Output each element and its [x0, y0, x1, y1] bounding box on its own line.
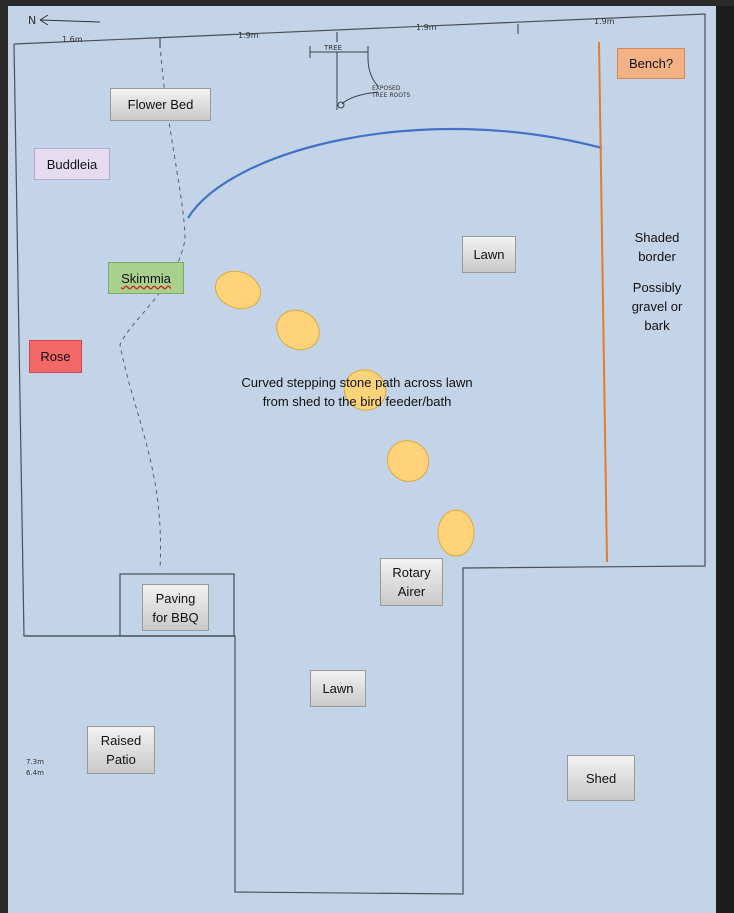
dimension-label-3: 1.9m	[416, 23, 437, 32]
shed-label: Shed	[567, 755, 635, 801]
stepping-stone	[386, 440, 430, 482]
raised-patio-label: Raised Patio	[87, 726, 155, 774]
orange-border-line	[598, 41, 608, 563]
dimension-label-4: 1.9m	[594, 17, 615, 26]
stepping-stone	[343, 369, 387, 411]
skimmia-label: Skimmia	[108, 262, 184, 294]
flower-bed-dotted-edge	[119, 43, 186, 571]
bench-label: Bench?	[617, 48, 685, 79]
north-arrow	[39, 14, 101, 26]
pencil-boundaries	[13, 13, 706, 895]
stepping-stone	[215, 270, 261, 310]
lawn-lower-label: Lawn	[310, 670, 366, 707]
flower-bed-label: Flower Bed	[110, 88, 211, 121]
lawn-upper-label: Lawn	[462, 236, 516, 273]
paving-label: Paving for BBQ	[142, 584, 209, 631]
dimension-label-1: 1.6m	[62, 35, 83, 44]
stepping-stone	[437, 509, 475, 557]
stepping-stone	[276, 309, 320, 351]
buddleia-label: Buddleia	[34, 148, 110, 180]
shaded-border-note: Shaded border	[634, 230, 680, 264]
gravel-bark-note: Possibly gravel or bark	[631, 280, 683, 333]
paving-square-outline	[119, 573, 235, 637]
paper-shadow-edge	[716, 6, 734, 913]
skimmia-label-text: Skimmia	[121, 270, 171, 286]
side-dimension-a: 7.3m	[26, 758, 44, 766]
rose-label: Rose	[29, 340, 82, 373]
stepping-stone-path-note: Curved stepping stone path across lawn f…	[241, 375, 473, 409]
blue-curved-edge	[187, 127, 603, 219]
north-marker: N	[28, 14, 36, 27]
dimension-label-2: 1.9m	[238, 31, 259, 40]
tree-sketch	[309, 46, 379, 110]
tree-label: TREE	[323, 44, 342, 52]
side-dimension-b: 6.4m	[26, 769, 44, 777]
stepping-stones	[215, 270, 475, 557]
rotary-airer-label: Rotary Airer	[380, 558, 443, 606]
